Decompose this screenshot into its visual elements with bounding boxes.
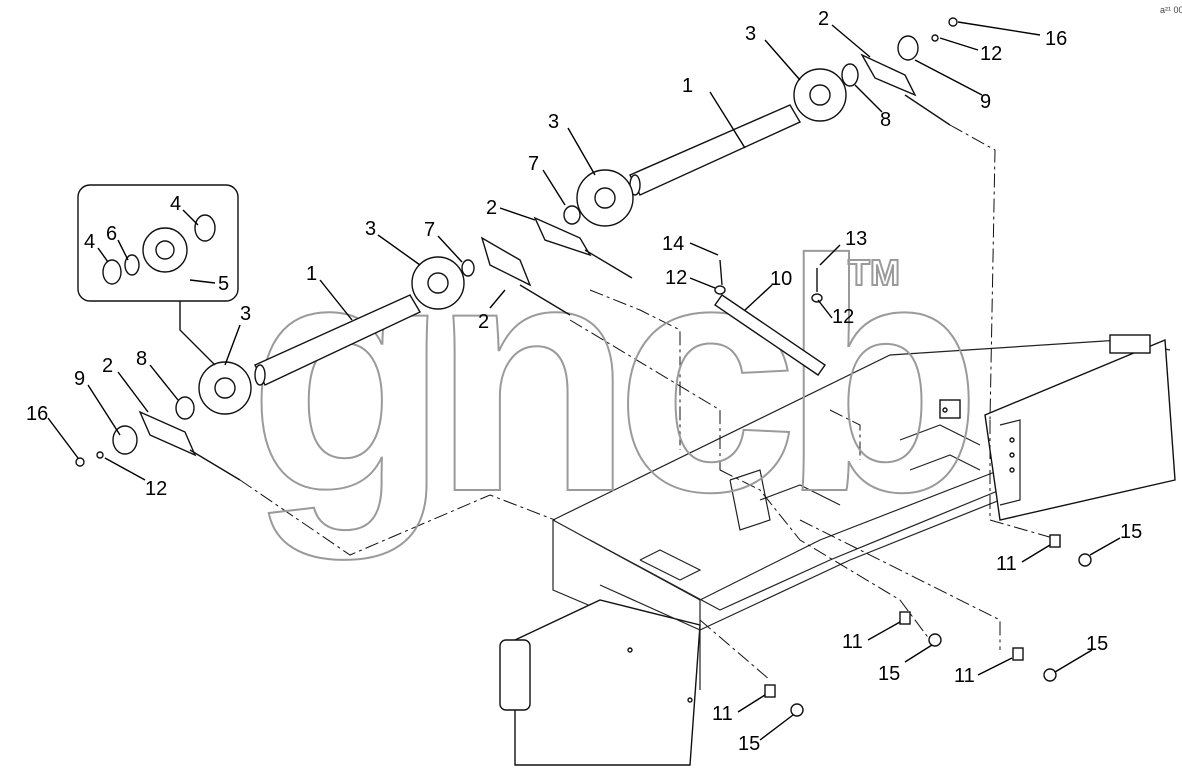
callout-14: 14 [662, 233, 684, 255]
callout-2-upper-middle: 2 [486, 197, 497, 219]
bearing-plate-lower-middle [480, 236, 571, 316]
callout-12-upper-right: 12 [980, 43, 1002, 65]
sprocket-lower-left [198, 361, 252, 415]
nut-right-bottom [1043, 668, 1057, 682]
callout-2-lower-left: 2 [102, 355, 113, 377]
callout-1-lower: 1 [306, 263, 317, 285]
washer-upper-right [897, 35, 919, 61]
callout-8-upper: 8 [880, 109, 891, 131]
callout-15-right-top: 15 [1120, 521, 1142, 543]
callout-11-middle: 11 [842, 631, 863, 653]
watermark-trademark: TM [848, 252, 900, 293]
callout-3-lower-middle: 3 [365, 218, 376, 240]
callout-11-right-top: 11 [996, 553, 1017, 575]
watermark-text: gncb [248, 191, 971, 562]
lockwasher-lower-left [96, 451, 104, 459]
clip-right-top [1049, 534, 1061, 548]
frame-end-bracket-right [1109, 334, 1151, 354]
spacer-lower [461, 259, 475, 277]
callout-12-lower-left: 12 [145, 478, 167, 500]
callout-1-upper: 1 [682, 75, 693, 97]
callout-8-lower: 8 [136, 348, 147, 370]
bearing-plate-upper-right [860, 53, 951, 126]
assembly-guide-lines [239, 124, 1061, 681]
callout-9-lower: 9 [74, 368, 85, 390]
callout-15-left: 15 [738, 733, 760, 755]
callout-4-inset-right: 4 [170, 193, 181, 215]
clip-right-bottom [1012, 647, 1024, 661]
callout-3-upper-middle: 3 [548, 111, 559, 133]
washer-bar-left [714, 285, 726, 295]
watermark-logo: gncb TM [247, 190, 990, 563]
callout-16-upper: 16 [1045, 28, 1067, 50]
nut-middle [928, 633, 942, 647]
callout-5-inset: 5 [218, 273, 229, 295]
washer-bar-right [811, 293, 823, 303]
callout-10: 10 [770, 268, 792, 290]
lower-shaft [254, 294, 421, 386]
bearing-plate-lower-left [138, 410, 241, 481]
sprocket-upper-right [793, 68, 847, 122]
lockwasher-upper-right [931, 34, 939, 42]
callout-4-inset-left: 4 [84, 231, 95, 253]
sprocket-lower-middle [411, 256, 465, 310]
collar-lower-left [175, 396, 195, 420]
callout-7-upper: 7 [528, 153, 539, 175]
nut-left [790, 703, 804, 717]
bearing-plate-upper-middle [533, 216, 633, 279]
frame-end-block-right [984, 338, 1176, 521]
clip-middle [899, 611, 911, 625]
corner-mark: a²¹ 000 [1160, 5, 1182, 15]
callout-15-middle: 15 [878, 663, 900, 685]
callout-16-lower: 16 [26, 403, 48, 425]
collar-upper-right [841, 63, 859, 87]
callout-12-bar-right: 12 [832, 306, 854, 328]
callout-13: 13 [845, 228, 867, 250]
callout-3-lower-left: 3 [240, 303, 251, 325]
callout-7-lower: 7 [424, 219, 435, 241]
callout-labels: 1 1 2 2 2 2 3 3 3 3 4 4 5 6 7 7 8 8 9 9 … [26, 8, 1142, 755]
sprocket-upper-middle [576, 169, 634, 227]
frame-assembly [499, 334, 1176, 766]
tension-bar [714, 294, 826, 376]
callout-11-left: 11 [712, 703, 733, 725]
detail-inset [77, 184, 239, 366]
callout-12-bar-left: 12 [665, 267, 687, 289]
callout-15-right-bottom: 15 [1086, 633, 1108, 655]
bolt-bar-left [719, 259, 723, 286]
clip-left [764, 684, 776, 698]
bolt-lower-left [75, 457, 85, 467]
frame-end-bracket-left [499, 639, 531, 711]
callout-9-upper: 9 [980, 91, 991, 113]
callout-2-upper-right: 2 [818, 8, 829, 30]
callout-2-lower-middle: 2 [478, 311, 489, 333]
frame-front-plate [514, 599, 701, 766]
nut-right-top [1078, 553, 1092, 567]
leader-lines [47, 21, 1121, 741]
callout-11-right-bottom: 11 [954, 665, 975, 687]
spacer-upper [563, 205, 581, 225]
callout-3-upper-right: 3 [745, 23, 756, 45]
upper-shaft [629, 104, 801, 196]
callout-6-inset: 6 [106, 223, 117, 245]
bolt-upper-right [948, 17, 958, 27]
